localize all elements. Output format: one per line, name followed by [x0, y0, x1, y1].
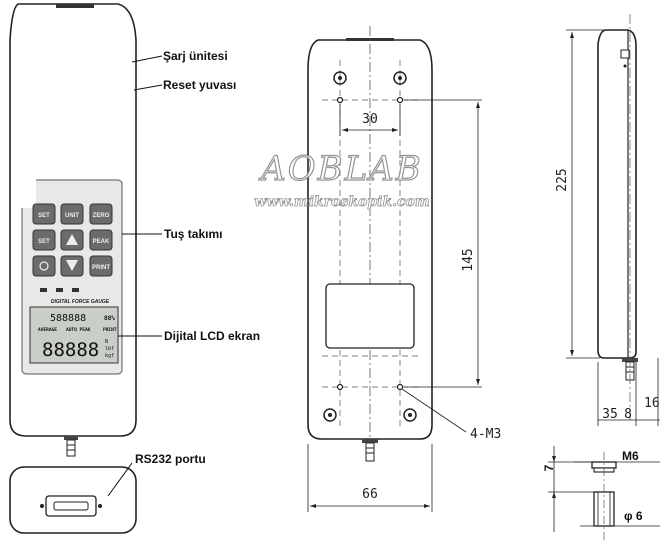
lcd-average: AVERAGE [38, 327, 57, 333]
watermark-brand: AOBLAB [258, 149, 423, 189]
peak-key-label: PEAK [93, 239, 110, 245]
label-plate [325, 283, 415, 349]
port-screw-right [98, 504, 102, 508]
up-arrow-icon [66, 234, 78, 245]
m3-hole-tl [336, 96, 344, 104]
dim-phi6: φ 6 [624, 509, 643, 523]
device-bottom-view [9, 466, 137, 534]
panel-glare [18, 178, 36, 208]
lcd-auto-peak: AUTO PEAK [66, 327, 91, 333]
mount-hole-bl [323, 408, 337, 422]
lcd-unit-n: N [105, 339, 108, 345]
label-charger: Şarj ünitesi [163, 49, 228, 63]
print-key-label: PRINT [92, 265, 110, 271]
set-key-label: SET [38, 239, 50, 245]
zero-key[interactable]: ZERO [89, 203, 113, 225]
thread-detail: 7 M6 φ 6 [542, 446, 660, 540]
set-key-top-label: SET [38, 213, 50, 219]
lcd-unit-lbf: lbf [105, 346, 114, 352]
m3-hole-br [396, 383, 404, 391]
dim-145: 145 [461, 248, 476, 271]
indicator-led-1 [40, 288, 47, 292]
device-front-view: SET UNIT ZERO SET PEAK [9, 3, 137, 457]
dim-16: 16 [644, 396, 660, 411]
mount-hole-tr [393, 71, 407, 85]
lcd-brand-text: DIGITAL FORCE GAUGE [51, 299, 110, 305]
label-keypad: Tuş takımı [164, 227, 222, 241]
rs232-port [45, 495, 97, 517]
callouts: Şarj ünitesi Reset yuvası Tuş takımı Dij… [107, 49, 260, 497]
dim-7: 7 [542, 464, 556, 471]
watermark: AOBLAB www.mikroskopik.com [254, 148, 430, 210]
lcd-top-tag: 88% [104, 315, 115, 322]
lcd-top-digits: 588888 [50, 313, 86, 324]
label-rs232: RS232 portu [135, 452, 206, 466]
indicator-led-2 [56, 288, 63, 292]
label-lcd: Dijital LCD ekran [164, 329, 260, 343]
lcd-print: PRINT [103, 327, 117, 333]
side-view: 225 35 8 16 [555, 14, 660, 426]
lcd-main-digits: 88888 [42, 339, 99, 361]
sensor-shaft [66, 439, 76, 457]
lcd-unit-kgf: kgf [105, 353, 114, 359]
watermark-site: www.mikroskopik.com [254, 194, 429, 210]
unit-key-label: UNIT [65, 213, 79, 219]
zero-key-label: ZERO [93, 213, 110, 219]
side-reset-port [620, 49, 630, 59]
dim-35: 35 [602, 407, 618, 422]
dim-thread: 4-M3 [470, 427, 501, 442]
power-key[interactable] [32, 255, 56, 277]
indicator-led-3 [72, 288, 79, 292]
dim-66: 66 [362, 487, 378, 502]
lcd-screen [29, 306, 119, 364]
mounting-view: 30 145 66 4-M3 [307, 26, 501, 512]
down-key[interactable] [60, 255, 84, 277]
print-key[interactable]: PRINT [89, 255, 113, 277]
dim-m6: M6 [622, 449, 639, 463]
set-key-top[interactable]: SET [32, 203, 56, 225]
dim-30: 30 [362, 112, 378, 127]
mount-hole-tl [333, 71, 347, 85]
dim-225: 225 [555, 168, 570, 191]
rs232-pin-block [53, 501, 89, 511]
device-top-cap [56, 4, 94, 8]
mount-sensor-shaft [365, 442, 375, 462]
unit-key[interactable]: UNIT [60, 203, 84, 225]
power-icon [39, 261, 49, 271]
m3-hole-bl [336, 383, 344, 391]
up-key[interactable] [60, 229, 84, 251]
port-screw-left [40, 504, 44, 508]
down-arrow-icon [66, 260, 78, 271]
m3-hole-tr [396, 96, 404, 104]
peak-key[interactable]: PEAK [89, 229, 113, 251]
set-key[interactable]: SET [32, 229, 56, 251]
sensor-collar [64, 436, 78, 440]
dim-8: 8 [624, 407, 632, 422]
mount-hole-br [403, 408, 417, 422]
label-reset: Reset yuvası [163, 78, 236, 92]
